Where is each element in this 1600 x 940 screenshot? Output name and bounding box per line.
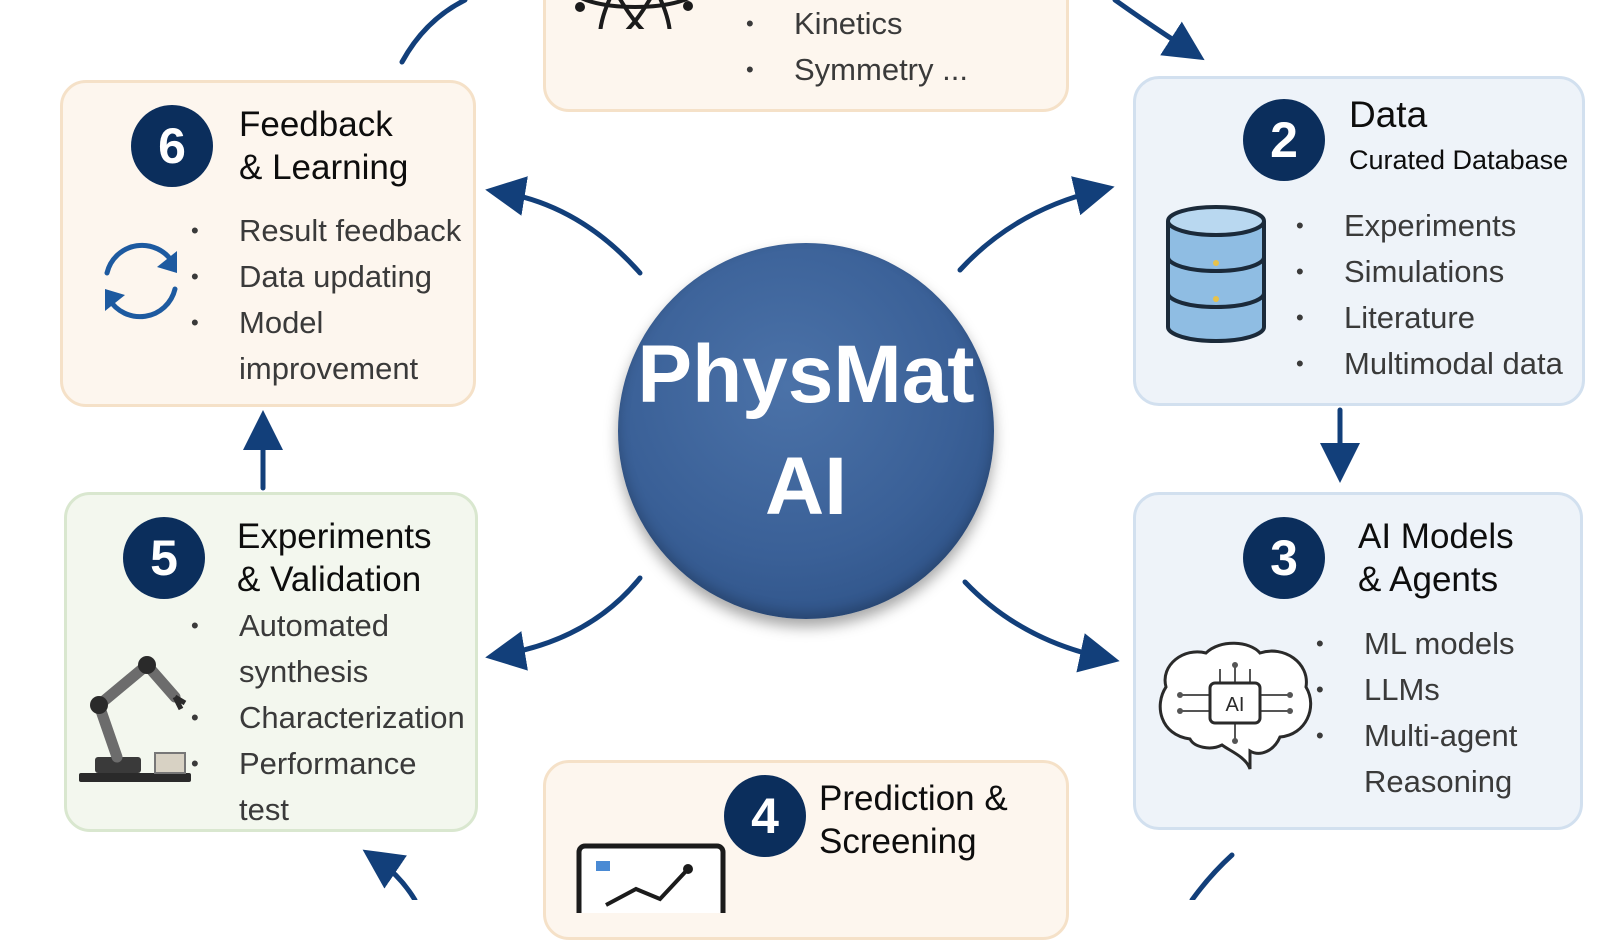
database-icon — [1166, 205, 1266, 343]
card-theory: Kinetics Symmetry ... — [543, 0, 1069, 112]
list-item: Characterization — [191, 695, 465, 741]
list-item: ML models — [1316, 621, 1517, 667]
step-subtitle: Curated Database — [1349, 145, 1569, 175]
card-data: 2 Data Curated Database Experiments Simu… — [1133, 76, 1585, 406]
list-item: Multi-agent — [1316, 713, 1517, 759]
central-hub — [618, 243, 994, 619]
step-title: Feedback & Learning — [239, 105, 409, 187]
list-item: Data updating — [191, 254, 461, 300]
central-hub-label: PhysMat AI — [637, 329, 975, 532]
arrow-bottom-left-loop — [362, 849, 418, 900]
list-item: Reasoning — [1364, 764, 1513, 799]
list-item: test — [239, 792, 289, 827]
data-item-list: Experiments Simulations Literature Multi… — [1296, 203, 1563, 387]
arrow-top-right-loop — [1112, 0, 1205, 61]
theory-item-list: Kinetics Symmetry ... — [746, 1, 968, 93]
list-item: improvement — [239, 351, 419, 386]
list-item: synthesis — [239, 654, 369, 689]
list-item: Performance — [191, 741, 465, 787]
arrow-bottom-right-loop — [1189, 852, 1235, 900]
list-item: Automated — [191, 603, 465, 649]
list-item: Multimodal data — [1296, 341, 1563, 387]
arrow-hub-to-data — [957, 176, 1115, 273]
refresh-cycle-icon — [104, 242, 178, 320]
step-badge: 6 — [131, 105, 213, 187]
list-item: Result feedback — [191, 208, 461, 254]
list-item: Simulations — [1296, 249, 1563, 295]
step-title: Prediction & Screening — [819, 779, 1008, 861]
card-experiments-validation: 5 Experiments & Validation Automated syn… — [64, 492, 478, 832]
step-title: Data — [1349, 94, 1428, 135]
ai-brain-icon: AI — [1158, 641, 1313, 770]
feedback-item-list: Result feedback Data updating Model impr… — [191, 208, 461, 392]
list-item: Model — [191, 300, 461, 346]
step-badge: 4 — [724, 775, 806, 857]
step-title: Experiments & Validation — [237, 517, 432, 599]
atom-icon — [575, 0, 693, 29]
arrow-hub-to-models — [962, 579, 1120, 673]
arrow-top-left-loop — [399, 0, 468, 65]
list-item: LLMs — [1316, 667, 1517, 713]
card-ai-models-agents: 3 AI Models & Agents AI ML models LLMs M… — [1133, 492, 1583, 830]
card-prediction-screening: 4 Prediction & Screening — [543, 760, 1069, 940]
list-item: Experiments — [1296, 203, 1563, 249]
flow-arrows — [243, 0, 1360, 900]
step-title: AI Models & Agents — [1358, 517, 1514, 599]
arrow-hub-to-feedback — [485, 176, 643, 276]
models-item-list: ML models LLMs Multi-agent Reasoning — [1316, 621, 1517, 805]
step-badge: 3 — [1243, 517, 1325, 599]
experiments-item-list: Automated synthesis Characterization Per… — [191, 603, 465, 829]
card-feedback-learning: 6 Feedback & Learning Result feedback Da… — [60, 80, 476, 407]
chart-screen-icon — [576, 843, 726, 913]
robot-arm-icon — [79, 656, 191, 782]
list-item: Literature — [1296, 295, 1563, 341]
list-item: Kinetics — [746, 1, 968, 47]
ai-chip-label: AI — [1226, 694, 1245, 716]
list-item: Symmetry ... — [746, 47, 968, 93]
step-badge: 5 — [123, 517, 205, 599]
arrow-hub-to-experiments — [485, 575, 643, 671]
step-badge: 2 — [1243, 99, 1325, 181]
